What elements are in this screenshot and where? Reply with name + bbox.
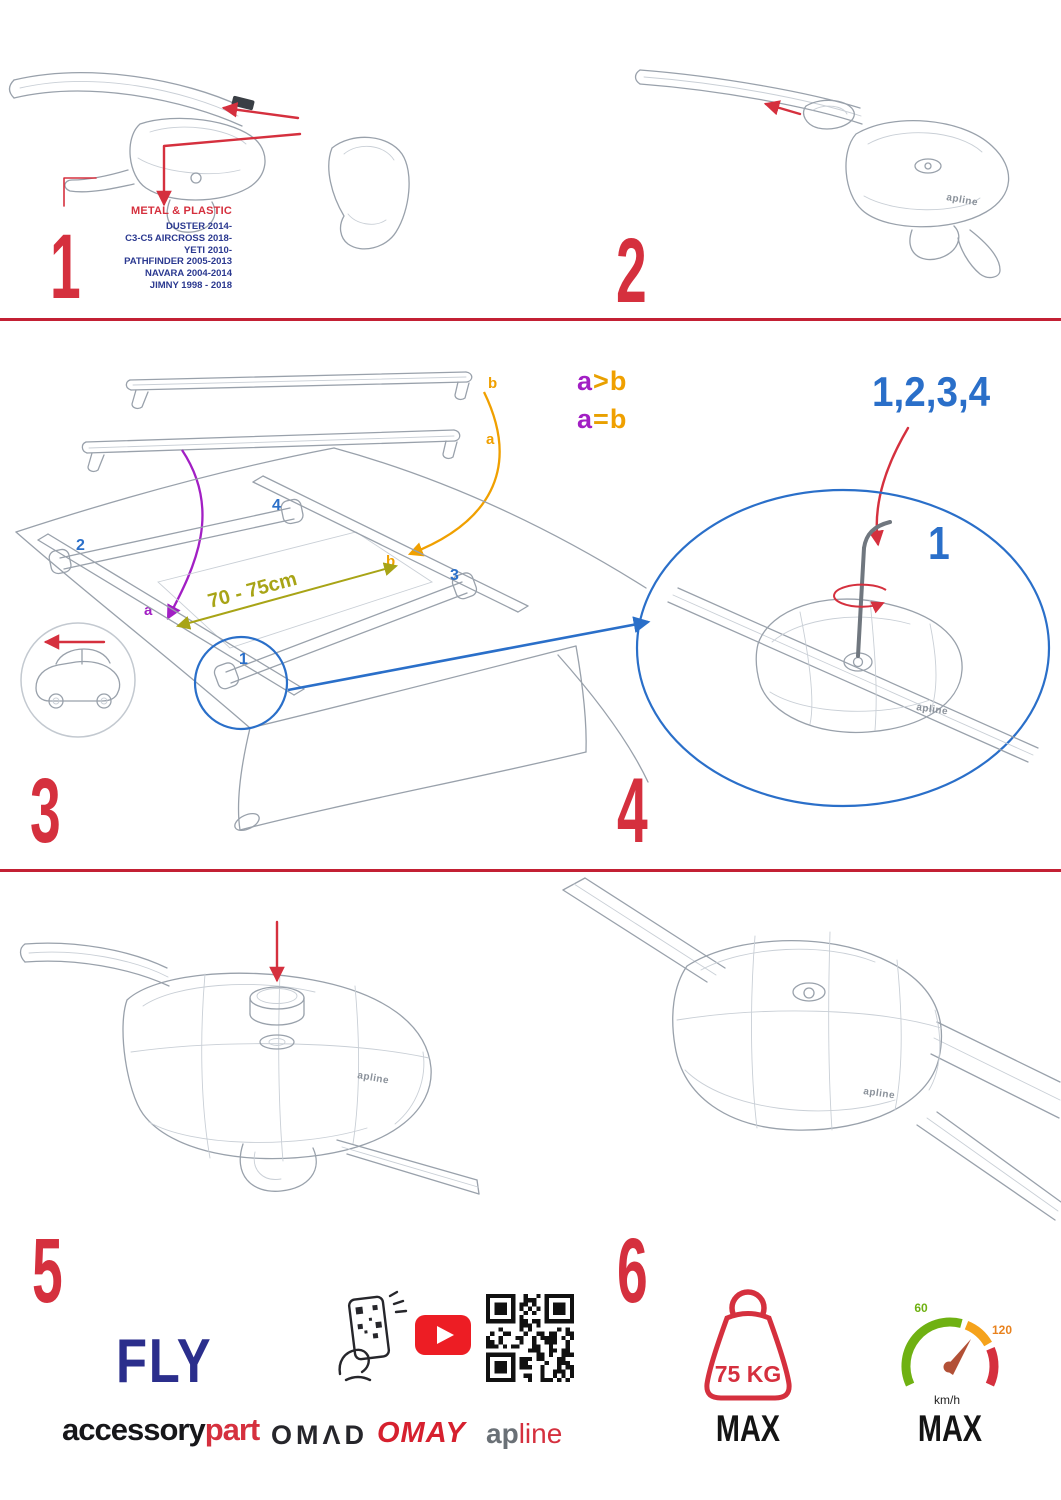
product-name: FLY xyxy=(116,1327,213,1396)
apline-logo: apline xyxy=(486,1418,562,1450)
max-weight-value: 75 KG xyxy=(715,1361,781,1387)
step2-number: 2 xyxy=(616,220,647,322)
accessorypart-logo-right: part xyxy=(204,1412,261,1447)
position-3: 3 xyxy=(450,567,459,584)
crossbar-profile xyxy=(8,72,255,127)
bar-a-label: a xyxy=(486,431,495,448)
span-dimension-arrow xyxy=(175,562,399,630)
lock-knob xyxy=(249,986,305,1026)
clamp xyxy=(239,1143,317,1192)
foot-brand-text: apline xyxy=(945,192,978,208)
callout-bracket xyxy=(63,177,97,207)
step5-number: 5 xyxy=(32,1220,63,1322)
end-plug xyxy=(803,99,855,130)
position-4: 4 xyxy=(272,497,281,514)
apline-logo-right: line xyxy=(518,1418,563,1449)
crossbar-a xyxy=(81,429,461,473)
scan-phone-icon xyxy=(338,1290,408,1382)
guide-curve-b xyxy=(407,391,501,557)
foot-brand-text: apline xyxy=(916,702,949,717)
step1-vehicle-list: DUSTER 2014- C3-C5 AIRCROSS 2018- YETI 2… xyxy=(40,221,232,292)
step6-mounted-foot-drawing: apline xyxy=(562,877,1061,1221)
youtube-icon xyxy=(415,1315,471,1355)
foot-body xyxy=(64,117,266,233)
roof-rail-lower xyxy=(916,1111,1061,1221)
max-speed-label: MAX xyxy=(917,1408,983,1449)
arrow-order-to-detail xyxy=(868,426,910,547)
vehicle-model: NAVARA 2004-2014 xyxy=(145,268,232,280)
step4-tightening-detail-drawing: apline xyxy=(635,426,1051,808)
rotation-arrow xyxy=(833,583,887,614)
step6-number: 6 xyxy=(617,1220,648,1322)
vehicle-model: C3-C5 AIRCROSS 2018- xyxy=(125,232,232,244)
foot-body: apline xyxy=(845,120,1010,279)
direction-inset xyxy=(20,622,136,738)
crossbar-b xyxy=(125,371,473,410)
roof-b-label: b xyxy=(386,553,395,570)
step1-material-label: METAL & PLASTIC xyxy=(131,205,232,217)
mounted-rear-bar xyxy=(48,498,304,575)
step1-number: 1 xyxy=(50,216,81,318)
max-weight-label: MAX xyxy=(715,1408,781,1449)
vehicle-model: YETI 2010- xyxy=(183,244,232,256)
omad-logo: OMΛD xyxy=(271,1420,368,1450)
step3-number: 3 xyxy=(30,760,61,862)
detail-zoom-ellipse xyxy=(635,488,1051,808)
step2-bar-endcap-drawing: apline xyxy=(634,69,1010,279)
foot-body: apline xyxy=(755,598,963,734)
section-divider-top xyxy=(0,318,1061,321)
position-2: 2 xyxy=(76,537,85,554)
length-compare-greater: a>b xyxy=(577,366,627,397)
tightening-order: 1,2,3,4 xyxy=(872,368,991,415)
foot-brand-text: apline xyxy=(356,1070,389,1086)
foot-body: apline xyxy=(122,969,432,1162)
allen-key xyxy=(856,520,892,658)
crossbar xyxy=(19,942,170,987)
arrow-to-detail xyxy=(287,616,651,692)
apline-logo-left: ap xyxy=(486,1418,519,1449)
roof-a-label: a xyxy=(144,602,153,619)
compare-b: b xyxy=(609,366,628,396)
compare-a: a xyxy=(577,404,594,434)
phone-qr-screen xyxy=(355,1304,383,1339)
accessorypart-logo: accessorypart xyxy=(62,1412,261,1448)
qr-code xyxy=(486,1294,574,1382)
compare-a: a xyxy=(577,366,594,396)
length-compare-equal: a=b xyxy=(577,404,627,435)
compare-b: b xyxy=(609,404,628,434)
section-divider-bottom xyxy=(0,869,1061,872)
first-position-label: 1 xyxy=(928,517,950,569)
position-1: 1 xyxy=(239,651,248,668)
detail-highlight-circle xyxy=(193,635,289,731)
compare-op: > xyxy=(593,366,610,396)
vehicle-model: PATHFINDER 2005-2013 xyxy=(124,256,232,268)
speed-unit: km/h xyxy=(934,1393,960,1407)
speed-high-tick: 120 xyxy=(992,1323,1012,1337)
step3-roof-layout-drawing: b a a b xyxy=(15,371,651,832)
cover-shell xyxy=(328,136,410,250)
arrow-plug-into-bar xyxy=(763,100,802,116)
roof-rail-upper xyxy=(562,877,726,983)
vehicle-model: JIMNY 1998 - 2018 xyxy=(149,279,232,291)
bar-b-label: b xyxy=(488,375,497,392)
crossbar xyxy=(634,69,863,125)
compare-op: = xyxy=(593,404,610,434)
arrow-cover-to-plate xyxy=(221,102,300,120)
speed-low-tick: 60 xyxy=(914,1301,928,1315)
step5-knob-press-drawing: apline xyxy=(19,920,480,1195)
foot-body: apline xyxy=(672,931,943,1131)
step1-exploded-foot-drawing xyxy=(8,72,410,250)
roof-rail xyxy=(667,587,1039,763)
max-speed-gauge-icon: 60 120 km/h xyxy=(901,1301,1012,1407)
vehicle-model: DUSTER 2014- xyxy=(166,221,232,232)
max-weight-icon: 75 KG xyxy=(704,1289,792,1401)
accessorypart-logo-left: accessory xyxy=(62,1412,206,1447)
crossbar-band xyxy=(930,1021,1061,1119)
omay-logo: OMAY xyxy=(377,1417,466,1449)
arrow-cover-to-foot xyxy=(156,132,302,207)
step4-number: 4 xyxy=(617,760,648,862)
car-roof xyxy=(15,447,649,832)
foot-brand-text: apline xyxy=(863,1086,896,1101)
rail-flange xyxy=(336,1139,480,1195)
